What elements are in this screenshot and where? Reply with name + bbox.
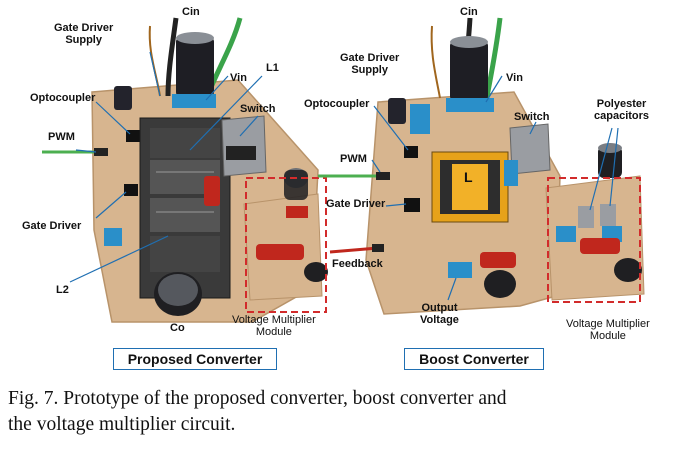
prototype-illustration — [42, 17, 645, 323]
label-line: capacitors — [594, 110, 650, 122]
label-gate-driver-supply-left: Gate Driver Supply — [54, 22, 113, 46]
label-line: Voltage Multiplier — [566, 318, 650, 330]
label-voltage-multiplier-right: Voltage Multiplier Module — [566, 318, 650, 342]
leader-lines — [69, 51, 619, 301]
label-gate-driver-right: Gate Driver — [326, 198, 386, 210]
label-vin-right: Vin — [506, 72, 523, 84]
label-feedback: Feedback — [332, 258, 383, 270]
label-voltage-multiplier-left: Voltage Multiplier Module — [232, 314, 316, 338]
title-proposed-converter: Proposed Converter — [113, 348, 277, 370]
label-line: Module — [255, 326, 292, 338]
label-l1: L1 — [266, 62, 279, 74]
label-optocoupler-right: Optocoupler — [304, 98, 370, 110]
label-line: Supply — [65, 34, 102, 46]
figure-caption: Fig. 7. Prototype of the proposed conver… — [8, 386, 678, 438]
label-line: Supply — [351, 64, 388, 76]
label-gate-driver-left: Gate Driver — [22, 220, 82, 232]
label-line: Gate Driver — [54, 22, 114, 34]
prototype-photo: Cin Gate Driver Supply Vin L1 Optocouple… — [22, 6, 650, 370]
proposed-converter-board — [42, 17, 328, 323]
label-pwm-left: PWM — [48, 131, 75, 143]
label-cin-left: Cin — [182, 6, 200, 18]
label-optocoupler-left: Optocoupler — [30, 92, 96, 104]
title-boost-converter: Boost Converter — [404, 348, 544, 370]
caption-line-1: Fig. 7. Prototype of the proposed conver… — [8, 388, 507, 409]
label-vin-left: Vin — [230, 72, 247, 84]
label-switch-right: Switch — [514, 111, 550, 123]
label-gate-driver-supply-right: Gate Driver Supply — [340, 52, 399, 76]
label-output-voltage: Output Voltage — [420, 302, 459, 326]
label-line: Voltage — [420, 314, 459, 326]
label-cin-right: Cin — [460, 6, 478, 18]
label-pwm-right: PWM — [340, 153, 367, 165]
label-l2: L2 — [56, 284, 69, 296]
label-line: Polyester — [596, 98, 647, 110]
caption-line-2: the voltage multiplier circuit. — [8, 414, 236, 435]
label-line: Gate Driver — [340, 52, 400, 64]
label-line: Output — [421, 302, 458, 314]
label-co: Co — [170, 322, 185, 334]
label-line: Module — [589, 330, 626, 342]
boost-converter-board — [318, 17, 645, 315]
label-line: Voltage Multiplier — [232, 314, 316, 326]
label-polyester-capacitors: Polyester capacitors — [594, 98, 649, 122]
label-switch-left: Switch — [240, 103, 276, 115]
label-inductor-l: L — [464, 169, 473, 185]
